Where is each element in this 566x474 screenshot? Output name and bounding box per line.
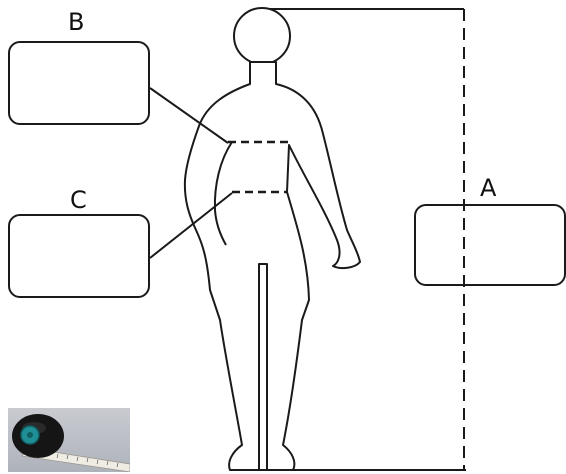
label-b: B [68, 10, 84, 34]
figure-leg-gap [259, 264, 267, 470]
human-body-outline-icon [185, 8, 360, 470]
label-a: A [480, 176, 496, 200]
answer-box-a[interactable] [414, 204, 566, 286]
tape-center-dot [27, 432, 33, 438]
tape-measure-graphic [8, 408, 130, 472]
figure-head [234, 8, 290, 64]
answer-box-b[interactable] [8, 41, 150, 125]
answer-box-c[interactable] [8, 214, 150, 298]
label-c: C [70, 188, 87, 212]
figure-body [185, 62, 360, 470]
tape-measure-photo-icon [8, 408, 130, 472]
